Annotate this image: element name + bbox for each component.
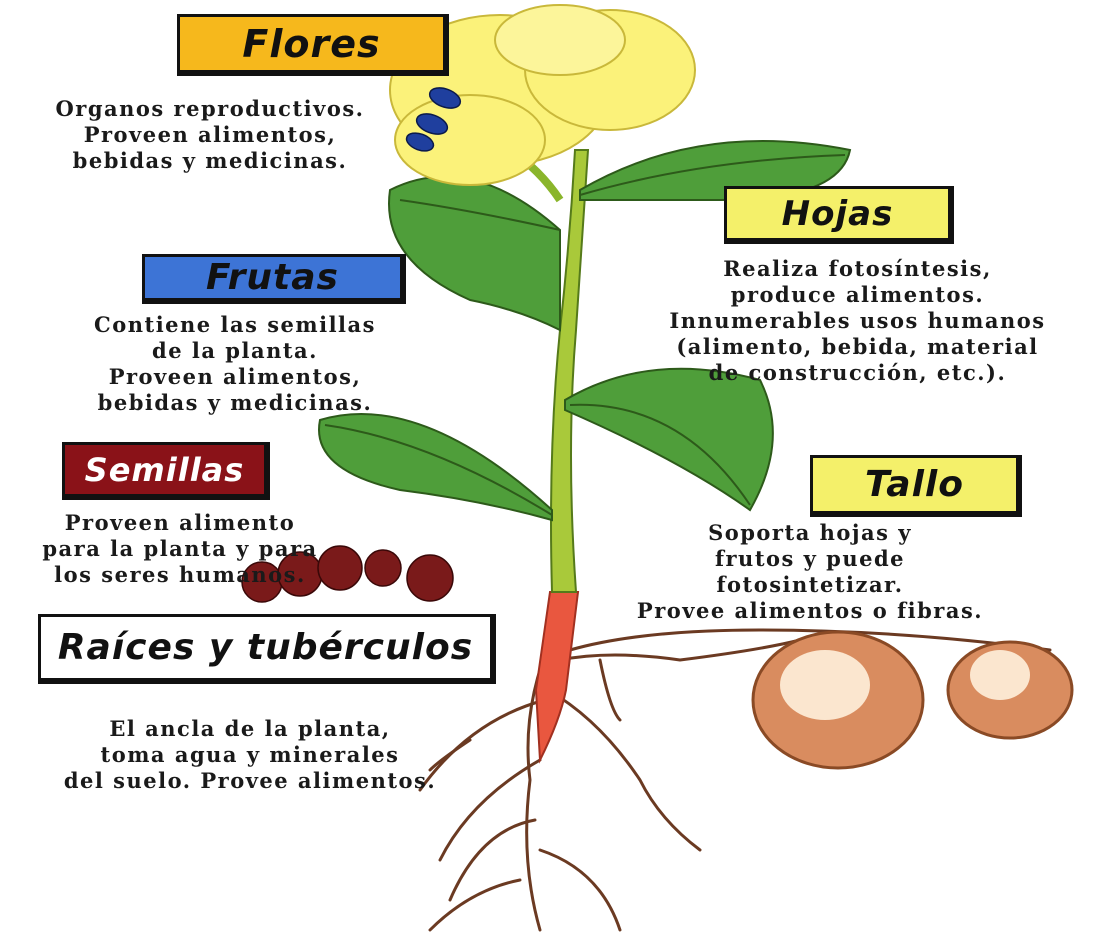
leaves (318, 140, 852, 522)
description-line: de construcción, etc.). (708, 360, 1007, 385)
description-line: Proveen alimentos, (83, 122, 337, 147)
description-line: Provee alimentos o fibras. (636, 598, 984, 623)
frutas-title-box: Frutas (142, 254, 406, 304)
raices-description: El ancla de la planta, toma agua y miner… (0, 716, 500, 794)
hojas-title-box: Hojas (724, 186, 954, 244)
frutas-description: Contiene las semillas de la planta. Prov… (20, 312, 450, 416)
main-root (534, 591, 580, 764)
description-line: bebidas y medicinas. (97, 390, 373, 415)
root-system (418, 618, 1052, 932)
description-line: El ancla de la planta, (109, 716, 391, 741)
stem (550, 149, 590, 593)
semillas-title-box: Semillas (62, 442, 270, 500)
raices-title-box: Raíces y tubérculos (38, 614, 496, 684)
flower-buds (405, 87, 462, 152)
description-line: de la planta. (152, 338, 318, 363)
description-line: los seres humanos. (54, 562, 306, 587)
description-line: fotosintetizar. (716, 572, 904, 597)
description-line: del suelo. Provee alimentos. (63, 768, 437, 793)
description-line: bebidas y medicinas. (72, 148, 348, 173)
description-line: toma agua y minerales (100, 742, 400, 767)
tallo-description: Soporta hojas y frutos y puede fotosinte… (580, 520, 1040, 624)
description-line: produce alimentos. (730, 282, 985, 307)
description-line: Realiza fotosíntesis, (723, 256, 992, 281)
tallo-title-box: Tallo (810, 455, 1022, 517)
description-line: Proveen alimentos, (108, 364, 362, 389)
description-line: Soporta hojas y (708, 520, 912, 545)
flores-description: Organos reproductivos. Proveen alimentos… (0, 96, 420, 174)
description-line: Proveen alimento (64, 510, 296, 535)
hojas-description: Realiza fotosíntesis, produce alimentos.… (610, 256, 1105, 386)
tubers (751, 630, 1074, 770)
description-line: Innumerables usos humanos (669, 308, 1046, 333)
description-line: frutos y puede (714, 546, 906, 571)
description-line: Contiene las semillas (94, 312, 376, 337)
description-line: (alimento, bebida, material (676, 334, 1039, 359)
description-line: Organos reproductivos. (55, 96, 365, 121)
seeds (241, 545, 454, 603)
flores-title-box: Flores (177, 14, 449, 76)
semillas-description: Proveen alimento para la planta y para l… (0, 510, 360, 588)
description-line: para la planta y para (42, 536, 318, 561)
